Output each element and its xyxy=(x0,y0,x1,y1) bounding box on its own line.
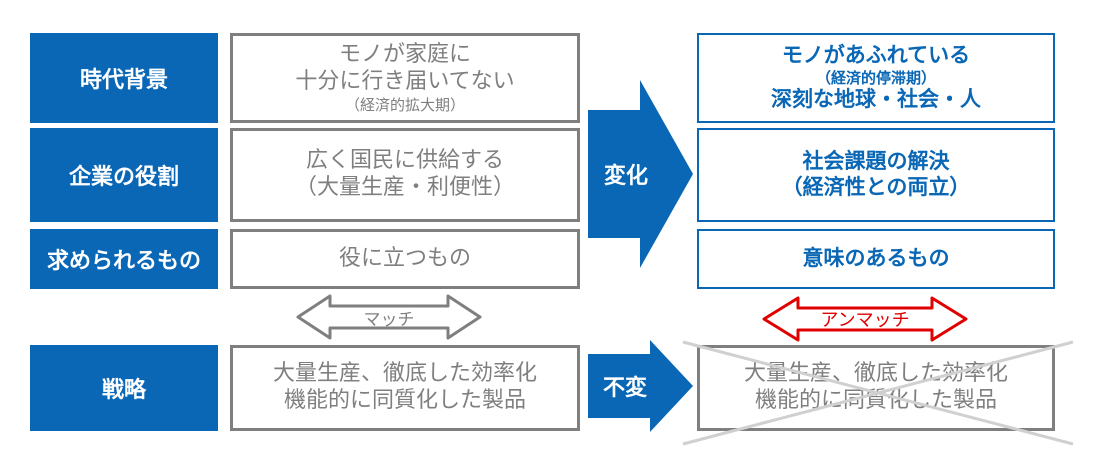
change-arrow-label: 変化 xyxy=(603,164,648,189)
current-strategy-box: 大量生産、徹底した効率化 機能的に同質化した製品 xyxy=(230,345,580,431)
current-role-line-1: 広く国民に供給する xyxy=(305,148,504,174)
current-needs-box: 役に立つもの xyxy=(230,229,580,289)
future-era-line-3: 深刻な地球・社会・人 xyxy=(771,87,981,112)
unmatch-label: アンマッチ xyxy=(820,310,910,331)
future-strategy-line-2: 機能的に同質化した製品 xyxy=(754,388,997,413)
future-needs-line-1: 意味のあるもの xyxy=(802,246,950,271)
current-strategy-line-2: 機能的に同質化した製品 xyxy=(283,388,526,413)
unchanged-arrow-label: 不変 xyxy=(602,376,647,401)
match-label: マッチ xyxy=(363,309,415,330)
label-era: 時代背景 xyxy=(30,33,218,123)
future-role-line-1: 社会課題の解決 xyxy=(802,149,950,174)
current-era-line-1: モノが家庭に xyxy=(338,42,471,68)
current-era-line-2: 十分に行き届いてない xyxy=(295,68,515,94)
current-role-line-2: （大量生産・利便性） xyxy=(294,175,515,200)
future-era-box: モノがあふれている （経済的停滞期） 深刻な地球・社会・人 xyxy=(697,33,1055,123)
label-needs: 求められるもの xyxy=(30,229,218,289)
label-role: 企業の役割 xyxy=(30,128,218,222)
current-era-line-3: （経済的拡大期） xyxy=(344,95,465,114)
current-strategy-line-1: 大量生産、徹底した効率化 xyxy=(272,361,537,387)
future-role-box: 社会課題の解決 （経済性との両立） xyxy=(697,128,1055,222)
current-era-box: モノが家庭に 十分に行き届いてない （経済的拡大期） xyxy=(230,33,580,123)
current-role-box: 広く国民に供給する （大量生産・利便性） xyxy=(230,128,580,222)
current-needs-line-1: 役に立つもの xyxy=(338,245,471,271)
future-strategy-box: 大量生産、徹底した効率化 機能的に同質化した製品 xyxy=(697,345,1055,431)
future-needs-box: 意味のあるもの xyxy=(697,229,1055,289)
future-strategy-line-1: 大量生産、徹底した効率化 xyxy=(743,361,1008,387)
label-strategy: 戦略 xyxy=(30,345,218,431)
future-role-line-2: （経済性との両立） xyxy=(781,175,971,199)
future-era-line-2: （経済的停滞期） xyxy=(815,68,936,87)
future-era-line-1: モノがあふれている xyxy=(781,43,971,68)
